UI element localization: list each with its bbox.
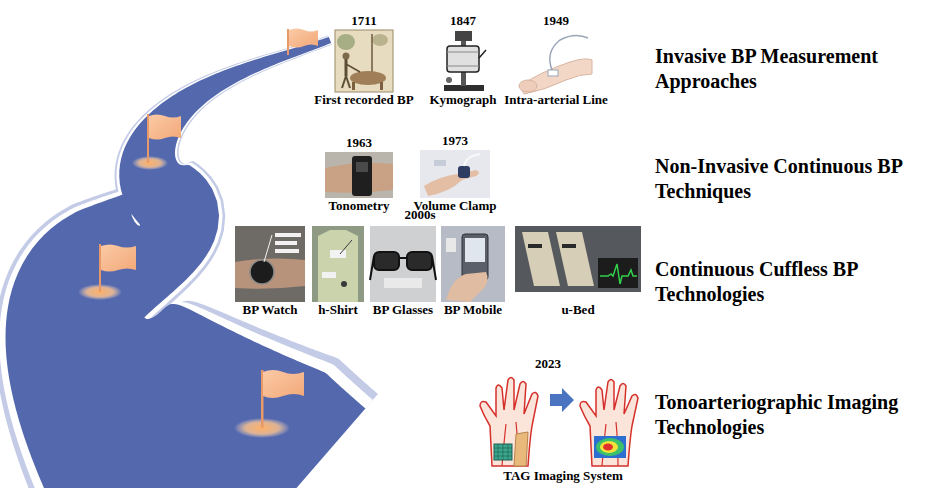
category-title: Non-Invasive Continuous BP Techniques bbox=[655, 154, 925, 204]
year-label: 1973 bbox=[442, 133, 468, 148]
bp-watch-photo bbox=[235, 226, 305, 302]
flag bbox=[147, 114, 181, 163]
blue-arrow bbox=[550, 388, 574, 412]
item-caption: BP Watch bbox=[242, 302, 297, 317]
timeline-item: h-Shirt bbox=[318, 226, 358, 317]
picture-slot bbox=[454, 150, 455, 198]
picture-slot bbox=[359, 152, 360, 198]
timeline-item: 1973Volume Clamp bbox=[414, 133, 497, 213]
picture-slot bbox=[462, 30, 463, 92]
hand-with-heatmap bbox=[580, 380, 638, 467]
timeline-item: BP Watch bbox=[242, 226, 297, 317]
bp-glasses-photo bbox=[370, 226, 436, 302]
year-label: 1963 bbox=[346, 135, 372, 150]
flag bbox=[287, 29, 318, 56]
picture-slot bbox=[364, 30, 365, 92]
year-label: 2000s bbox=[404, 207, 435, 222]
item-caption: u-Bed bbox=[561, 302, 594, 317]
timeline-item: 1711First recorded BP bbox=[314, 13, 413, 107]
picture-slot bbox=[563, 376, 564, 468]
category-title: Continuous Cuffless BP Technologies bbox=[655, 257, 925, 307]
vintage-engraving bbox=[335, 30, 393, 92]
u-bed-photo bbox=[515, 226, 641, 292]
picture-slot bbox=[577, 226, 578, 302]
tonometry-wrist bbox=[325, 152, 393, 198]
item-caption: Tonometry bbox=[329, 198, 390, 213]
timeline-item: 1847Kymograph bbox=[429, 13, 496, 107]
glow bbox=[132, 156, 168, 170]
category-title: Tonoarteriographic Imaging Technologies bbox=[655, 390, 925, 440]
road-band bbox=[6, 37, 366, 488]
timeline-item: u-Bed bbox=[561, 226, 594, 317]
timeline-item: BP Mobile bbox=[444, 226, 502, 317]
kymograph-machine bbox=[444, 31, 486, 91]
timeline-item: BP Glasses bbox=[373, 226, 433, 317]
picture-slot bbox=[402, 226, 403, 302]
hand-with-sensor bbox=[480, 378, 538, 467]
finger-cuff-hand bbox=[420, 150, 490, 198]
item-caption: First recorded BP bbox=[314, 92, 413, 107]
flag bbox=[261, 370, 304, 428]
bp-mobile-photo bbox=[441, 226, 505, 302]
picture-slot bbox=[337, 226, 338, 302]
year-label: 1949 bbox=[543, 13, 569, 28]
flag bbox=[99, 244, 136, 292]
picture-slot bbox=[472, 226, 473, 302]
year-label: 2023 bbox=[535, 356, 561, 371]
arm-with-catheter bbox=[519, 35, 592, 94]
h-shirt-photo bbox=[312, 226, 364, 302]
timeline-item: 1963Tonometry bbox=[329, 135, 390, 213]
category-title: Invasive BP Measurement Approaches bbox=[655, 44, 925, 94]
item-caption: Kymograph bbox=[429, 92, 496, 107]
picture-slot bbox=[556, 30, 557, 92]
picture-slot bbox=[270, 226, 271, 302]
timeline-item: 1949Intra-arterial Line bbox=[504, 13, 608, 107]
year-label: 1847 bbox=[450, 13, 476, 28]
item-caption: TAG Imaging System bbox=[503, 468, 623, 483]
item-caption: Intra-arterial Line bbox=[504, 92, 608, 107]
year-label: 1711 bbox=[351, 13, 376, 28]
item-caption: BP Mobile bbox=[444, 302, 502, 317]
timeline-item: TAG Imaging System bbox=[503, 376, 623, 483]
item-caption: h-Shirt bbox=[318, 302, 358, 317]
item-caption: BP Glasses bbox=[373, 302, 433, 317]
